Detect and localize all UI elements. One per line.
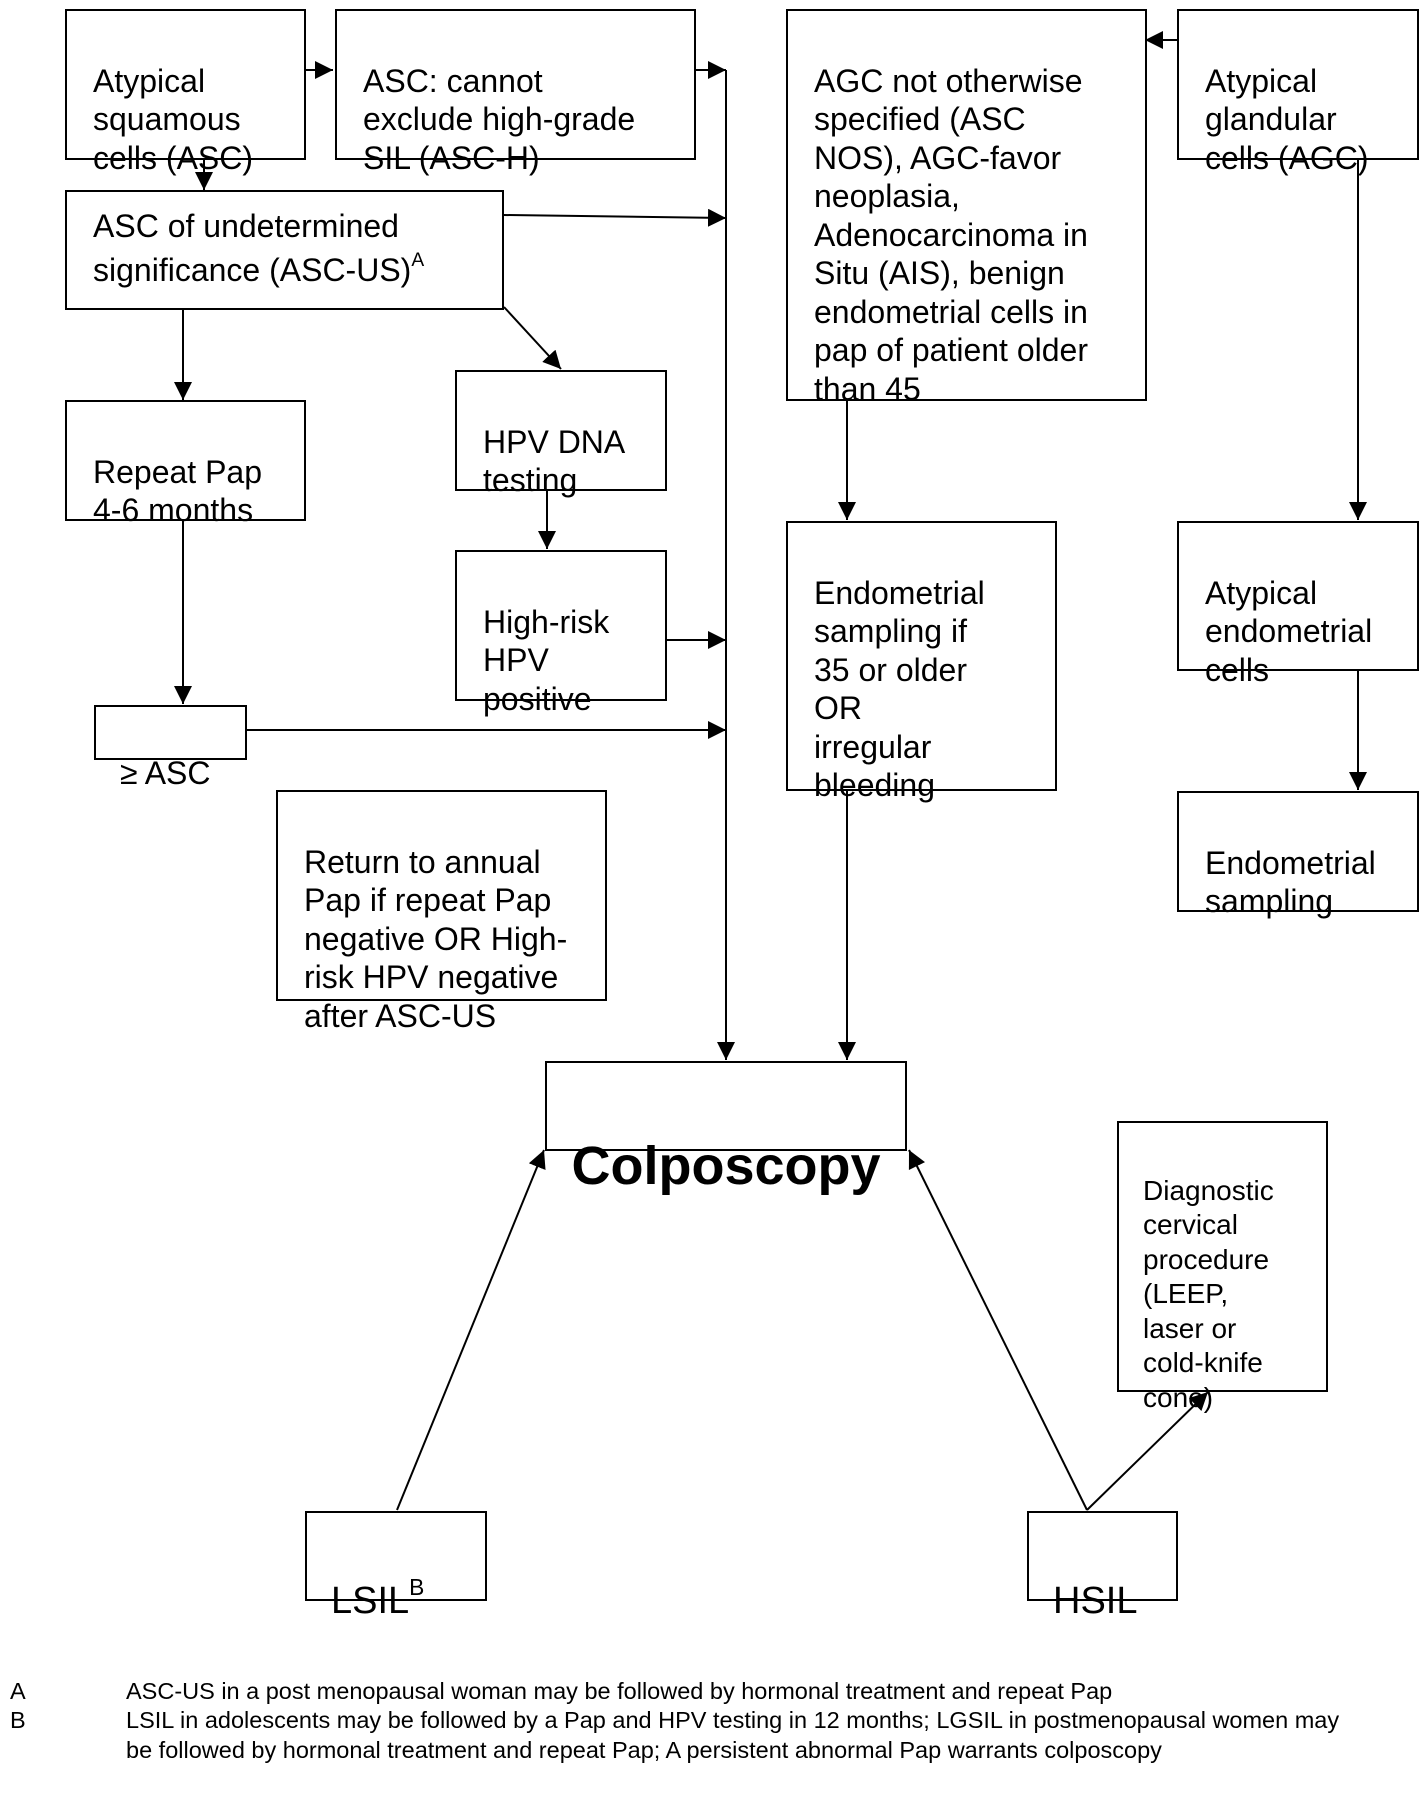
node-asc-h-text: ASC: cannot exclude high-grade SIL (ASC-… — [363, 62, 636, 176]
node-lsil: LSILB — [305, 1511, 487, 1622]
node-diagnostic-procedure: Diagnostic cervical procedure (LEEP, las… — [1117, 1121, 1328, 1413]
node-asc: Atypical squamous cells (ASC) — [65, 9, 306, 176]
node-endometrial-sampling-text: Endometrial sampling — [1205, 844, 1376, 920]
node-agc-text: Atypical glandular cells (AGC) — [1205, 62, 1369, 176]
node-repeat-pap-text: Repeat Pap 4-6 months — [93, 453, 263, 529]
node-ge-asc-text: ≥ ASC — [120, 754, 211, 791]
arrow-hsil-to-colpo — [908, 1149, 1088, 1511]
arrow-hsil-to-diag — [1086, 1391, 1209, 1511]
node-asc-h: ASC: cannot exclude high-grade SIL (ASC-… — [335, 9, 696, 176]
node-high-risk-hpv: High-risk HPV positive — [455, 550, 667, 717]
footnote-a-text: ASC-US in a post menopausal woman may be… — [126, 1678, 1113, 1704]
node-asc-us-line1: ASC of undetermined — [93, 208, 399, 244]
node-return-annual-text: Return to annual Pap if repeat Pap negat… — [304, 843, 568, 1034]
arrow-lsil-to-colpo — [396, 1149, 546, 1511]
node-lsil-text: LSIL — [331, 1580, 410, 1622]
footnote-marker-b: B — [409, 1573, 425, 1600]
node-asc-us-line2: significance (ASC-US)A — [93, 248, 502, 292]
node-atypical-endometrial-text: Atypical endometrial cells — [1205, 574, 1373, 688]
node-return-annual: Return to annual Pap if repeat Pap negat… — [276, 790, 607, 1034]
footnote-marker-a: A — [411, 249, 425, 271]
arrow-ascus-to-hpvdna — [503, 306, 562, 370]
node-endometrial-sampling-35-text: Endometrial sampling if 35 or older OR i… — [814, 574, 985, 804]
arrow-ascus-to-collector — [503, 208, 727, 227]
node-hpv-dna-text: HPV DNA testing — [483, 423, 626, 499]
footnote-a-key: A — [10, 1678, 26, 1704]
node-asc-us: ASC of undetermined significance (ASC-US… — [65, 190, 504, 310]
node-atypical-endometrial: Atypical endometrial cells — [1177, 521, 1419, 688]
node-endometrial-sampling: Endometrial sampling — [1177, 791, 1419, 919]
footnote-b: B LSIL in adolescents may be followed by… — [0, 1705, 1423, 1797]
node-agc-nos-text: AGC not otherwise specified (ASC NOS), A… — [814, 62, 1088, 407]
node-endometrial-sampling-35: Endometrial sampling if 35 or older OR i… — [786, 521, 1057, 803]
node-colposcopy-text: Colposcopy — [571, 1136, 881, 1196]
node-agc-nos: AGC not otherwise specified (ASC NOS), A… — [786, 9, 1147, 407]
node-hsil: HSIL — [1027, 1511, 1178, 1622]
footnote-b-key: B — [10, 1707, 26, 1733]
node-repeat-pap: Repeat Pap 4-6 months — [65, 400, 306, 528]
node-hsil-text: HSIL — [1053, 1580, 1138, 1622]
node-asc-text: Atypical squamous cells (ASC) — [93, 62, 254, 176]
footnote-a: A ASC-US in a post menopausal woman may … — [0, 1676, 1423, 1708]
node-agc: Atypical glandular cells (AGC) — [1177, 9, 1419, 176]
node-asc-us-line2-text: significance (ASC-US) — [93, 252, 412, 288]
node-colposcopy: Colposcopy — [545, 1061, 907, 1196]
node-high-risk-hpv-text: High-risk HPV positive — [483, 603, 610, 717]
node-ge-asc: ≥ ASC — [94, 705, 247, 791]
footnote-b-text: LSIL in adolescents may be followed by a… — [126, 1707, 1340, 1763]
node-hpv-dna: HPV DNA testing — [455, 370, 667, 498]
node-diagnostic-procedure-text: Diagnostic cervical procedure (LEEP, las… — [1143, 1174, 1274, 1413]
